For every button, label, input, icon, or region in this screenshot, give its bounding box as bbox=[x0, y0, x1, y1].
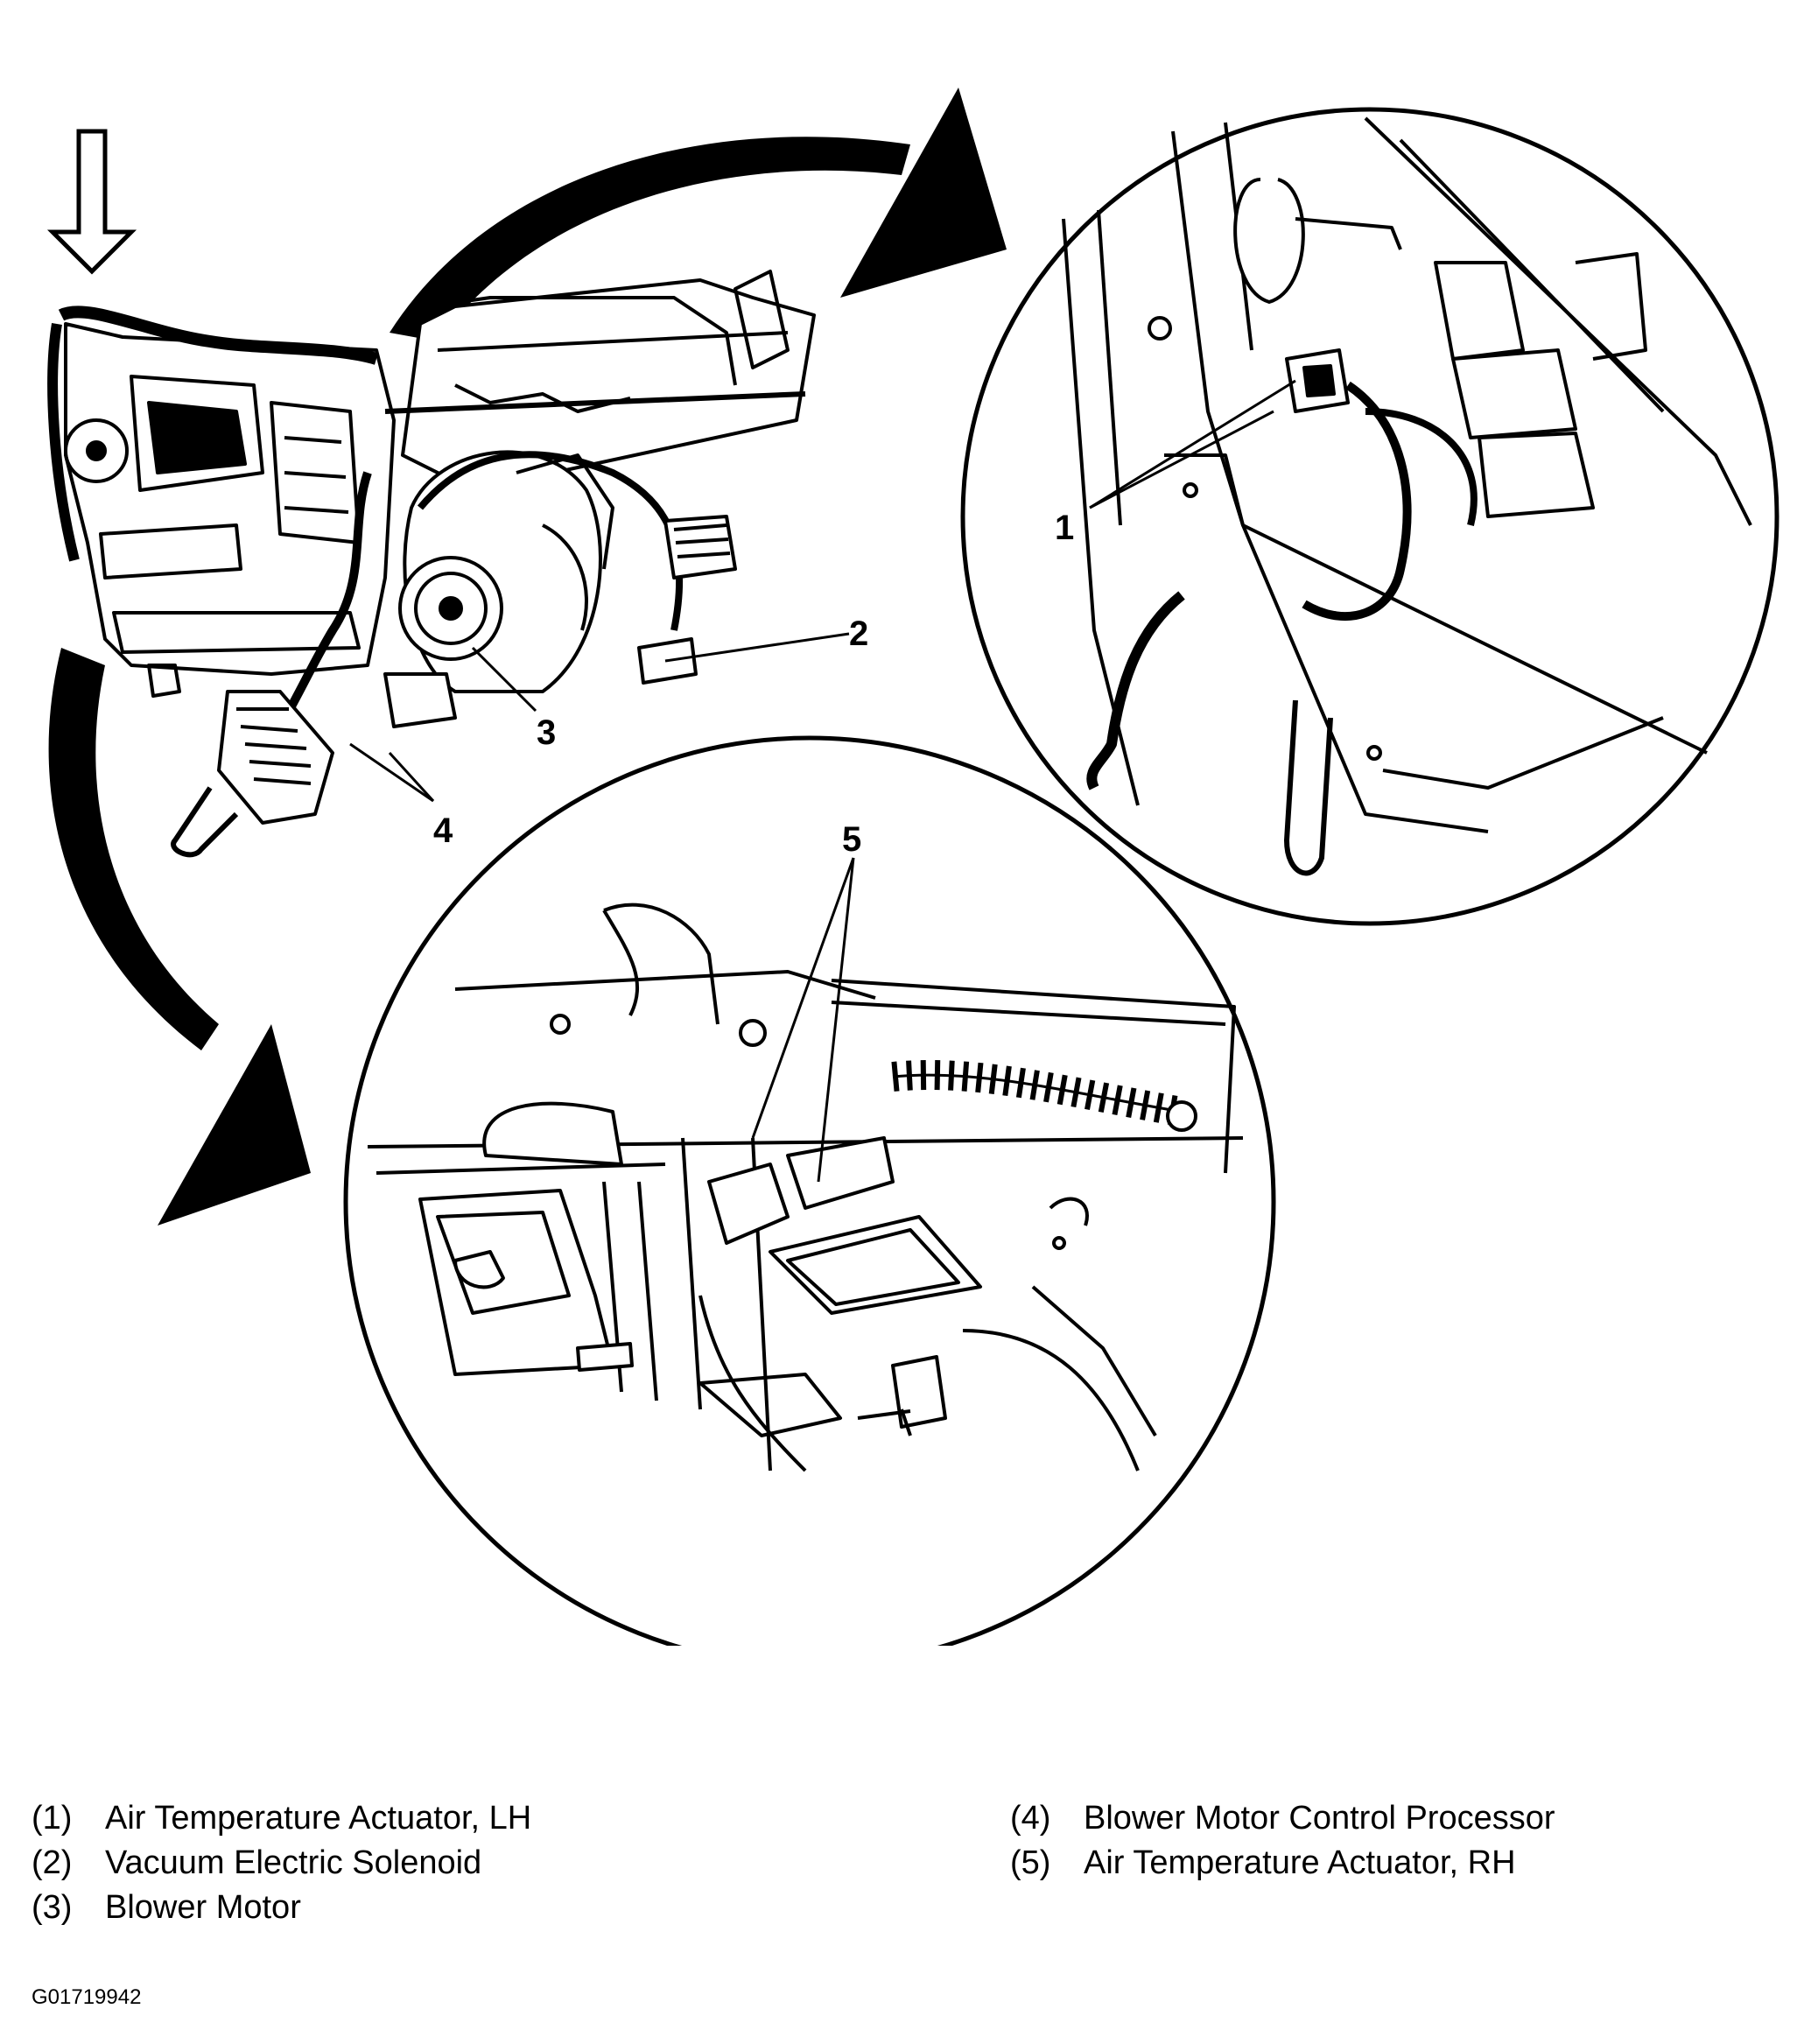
curved-arrow-to-detail-2-icon bbox=[48, 648, 311, 1226]
legend-label: Blower Motor bbox=[105, 1889, 301, 1926]
hvac-module-diagram: 1 2 3 4 5 bbox=[46, 88, 1779, 1646]
legend-number: (2) bbox=[32, 1844, 73, 1881]
detail-circle-rh bbox=[343, 735, 1276, 1646]
legend-right-column: (4) Blower Motor Control Processor (5) A… bbox=[1010, 1796, 1555, 1886]
legend-number: (4) bbox=[1010, 1800, 1051, 1837]
legend-item: (3) Blower Motor bbox=[32, 1886, 531, 1930]
legend-number: (3) bbox=[32, 1889, 73, 1926]
legend-item: (1) Air Temperature Actuator, LH bbox=[32, 1796, 531, 1841]
legend-item: (4) Blower Motor Control Processor bbox=[1010, 1796, 1555, 1841]
legend-label: Air Temperature Actuator, RH bbox=[1084, 1844, 1516, 1881]
legend-label: Vacuum Electric Solenoid bbox=[105, 1844, 482, 1881]
hvac-module-assembly bbox=[47, 270, 816, 858]
leader-lines-main bbox=[349, 632, 850, 803]
legend-label: Blower Motor Control Processor bbox=[1084, 1800, 1555, 1837]
legend-left-column: (1) Air Temperature Actuator, LH (2) Vac… bbox=[32, 1796, 531, 1930]
callout-1: 1 bbox=[1055, 509, 1074, 547]
legend-item: (2) Vacuum Electric Solenoid bbox=[32, 1841, 531, 1886]
callout-3: 3 bbox=[537, 713, 556, 752]
legend-label: Air Temperature Actuator, LH bbox=[105, 1800, 532, 1837]
callout-4: 4 bbox=[433, 811, 453, 850]
legend-number: (5) bbox=[1010, 1844, 1051, 1881]
legend-item: (5) Air Temperature Actuator, RH bbox=[1010, 1841, 1555, 1886]
figure-id: G01719942 bbox=[32, 1985, 142, 2009]
detail-circle-lh bbox=[960, 107, 1779, 926]
callout-5: 5 bbox=[842, 820, 861, 859]
legend-number: (1) bbox=[32, 1800, 73, 1837]
callout-2: 2 bbox=[849, 615, 868, 653]
view-direction-arrow-icon bbox=[46, 129, 137, 275]
